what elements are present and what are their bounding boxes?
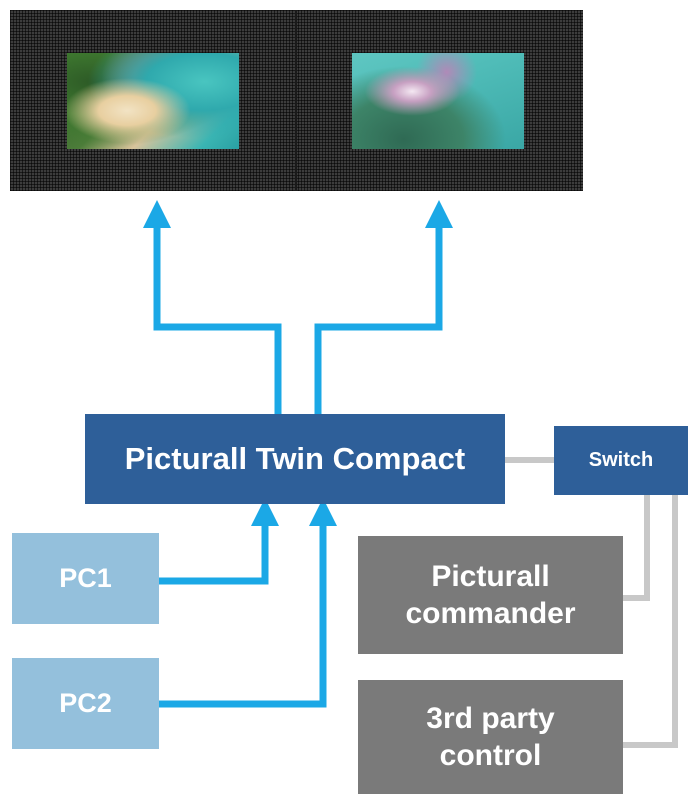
switch-third-party-link [623, 495, 678, 748]
third-party-control-node: 3rd party control [358, 680, 623, 794]
switch-label: Switch [588, 449, 654, 471]
picturall-label: Picturall Twin Compact [124, 441, 466, 476]
switch-node: Switch [554, 426, 688, 495]
picturall-commander-node: Picturall commander [358, 536, 623, 654]
commander-label: Picturall commander [405, 559, 576, 631]
picturall-twin-compact-node: Picturall Twin Compact [85, 414, 505, 504]
input-arrow-pc2 [159, 498, 337, 708]
third-party-label: 3rd party control [426, 701, 555, 773]
display-divider [295, 10, 297, 191]
dandelion-image [352, 53, 524, 149]
output-arrow-right [314, 200, 453, 414]
switch-commander-link [623, 495, 650, 601]
pc2-node: PC2 [12, 658, 159, 749]
pc2-label: PC2 [59, 688, 112, 718]
beach-image [67, 53, 239, 149]
input-arrow-pc1 [159, 498, 279, 585]
pc1-node: PC1 [12, 533, 159, 624]
output-arrow-left [143, 200, 282, 414]
pc1-label: PC1 [59, 563, 112, 593]
